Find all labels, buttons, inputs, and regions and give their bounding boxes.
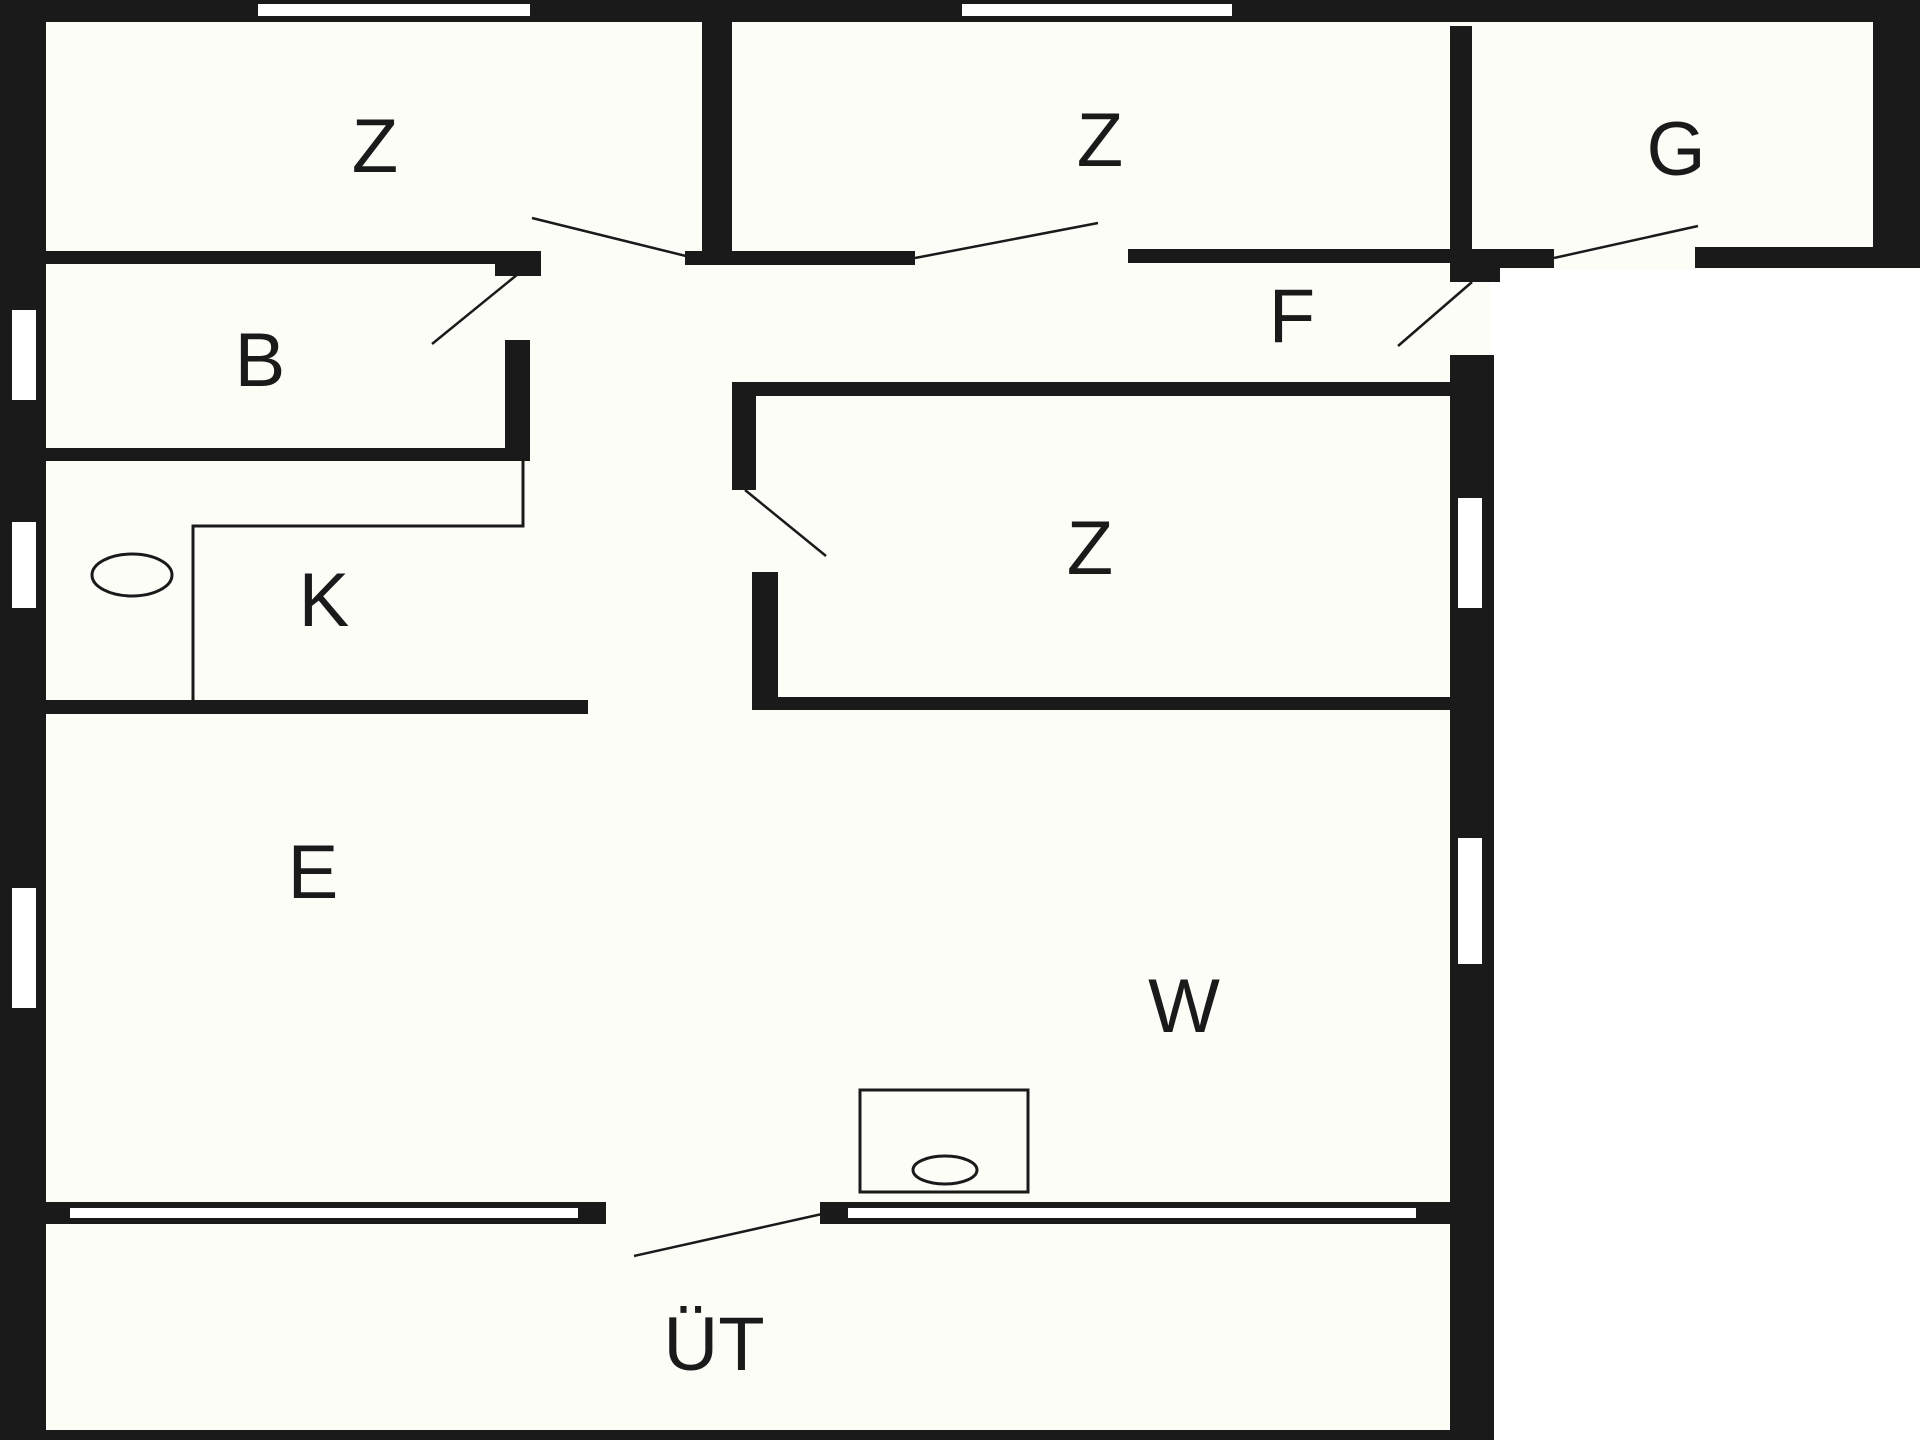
room-label-f: F: [1269, 274, 1315, 359]
window-left-2: [12, 522, 36, 608]
room-label-kitchen: K: [299, 558, 350, 643]
room-label-bedroom-3: Z: [1067, 506, 1113, 591]
door-f: [1397, 281, 1473, 347]
wall-left: [0, 0, 46, 1440]
door-bedroom3: [744, 489, 827, 557]
wall-bottom: [0, 1430, 1494, 1440]
wall-bedroom1-bottom: [46, 251, 541, 264]
door-g: [1553, 224, 1699, 260]
wall-terrace-right-inner: [848, 1208, 1416, 1218]
wall-b-right: [505, 340, 530, 456]
room-label-bedroom-2: Z: [1077, 98, 1123, 183]
room-label-g: G: [1646, 107, 1705, 192]
door-bedroom2: [914, 221, 1099, 260]
door-b: [431, 273, 519, 345]
wall-kitchen-bottom: [46, 700, 588, 714]
room-label-terrace: ÜT: [663, 1302, 764, 1387]
window-left-1: [12, 310, 36, 400]
window-right-2: [1458, 838, 1482, 964]
room-label-b: B: [235, 318, 286, 403]
wall-g-divider: [1450, 26, 1472, 276]
wall-right-top: [1873, 0, 1920, 268]
room-label-living-room: W: [1148, 964, 1220, 1049]
window-left-3: [12, 888, 36, 1008]
stove-icon: [858, 1088, 1030, 1194]
room-label-e: E: [288, 830, 339, 915]
wall-b-bottom: [46, 448, 530, 461]
window-top-2: [962, 4, 1232, 16]
wall-bedroom2-bottom-right: [1128, 249, 1478, 263]
wall-top-right-bottom: [1695, 247, 1920, 268]
kitchen-partition: [191, 456, 525, 704]
wall-bedroom3-bottom: [752, 697, 1460, 710]
wall-bedroom2-bottom-left: [685, 251, 915, 265]
wall-bedroom1-door-jamb: [495, 251, 541, 276]
window-right-1: [1458, 498, 1482, 608]
door-bedroom1: [531, 216, 691, 259]
door-terrace: [633, 1212, 823, 1258]
kitchen-sink-icon: [90, 552, 174, 598]
wall-bedroom-divider: [702, 18, 732, 264]
room-label-bedroom-1: Z: [352, 104, 398, 189]
wall-bedroom3-left-top: [732, 382, 756, 490]
wall-bedroom3-top: [732, 382, 1460, 396]
wall-bedroom3-left-bottom: [752, 572, 778, 707]
wall-terrace-left-inner: [70, 1208, 578, 1218]
wall-g-bottom-left: [1472, 249, 1554, 268]
stove-burner-icon: [911, 1154, 979, 1186]
floor-area: [0, 0, 1920, 270]
window-top-1: [258, 4, 530, 16]
